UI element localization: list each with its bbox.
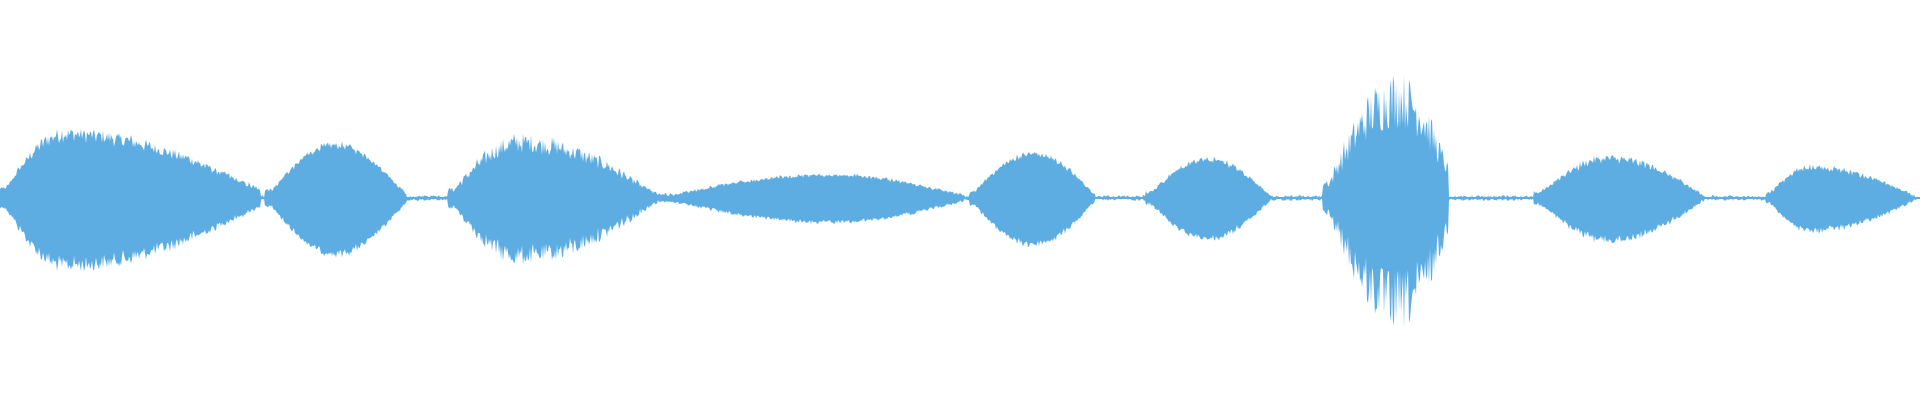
waveform-path: [0, 74, 1919, 330]
